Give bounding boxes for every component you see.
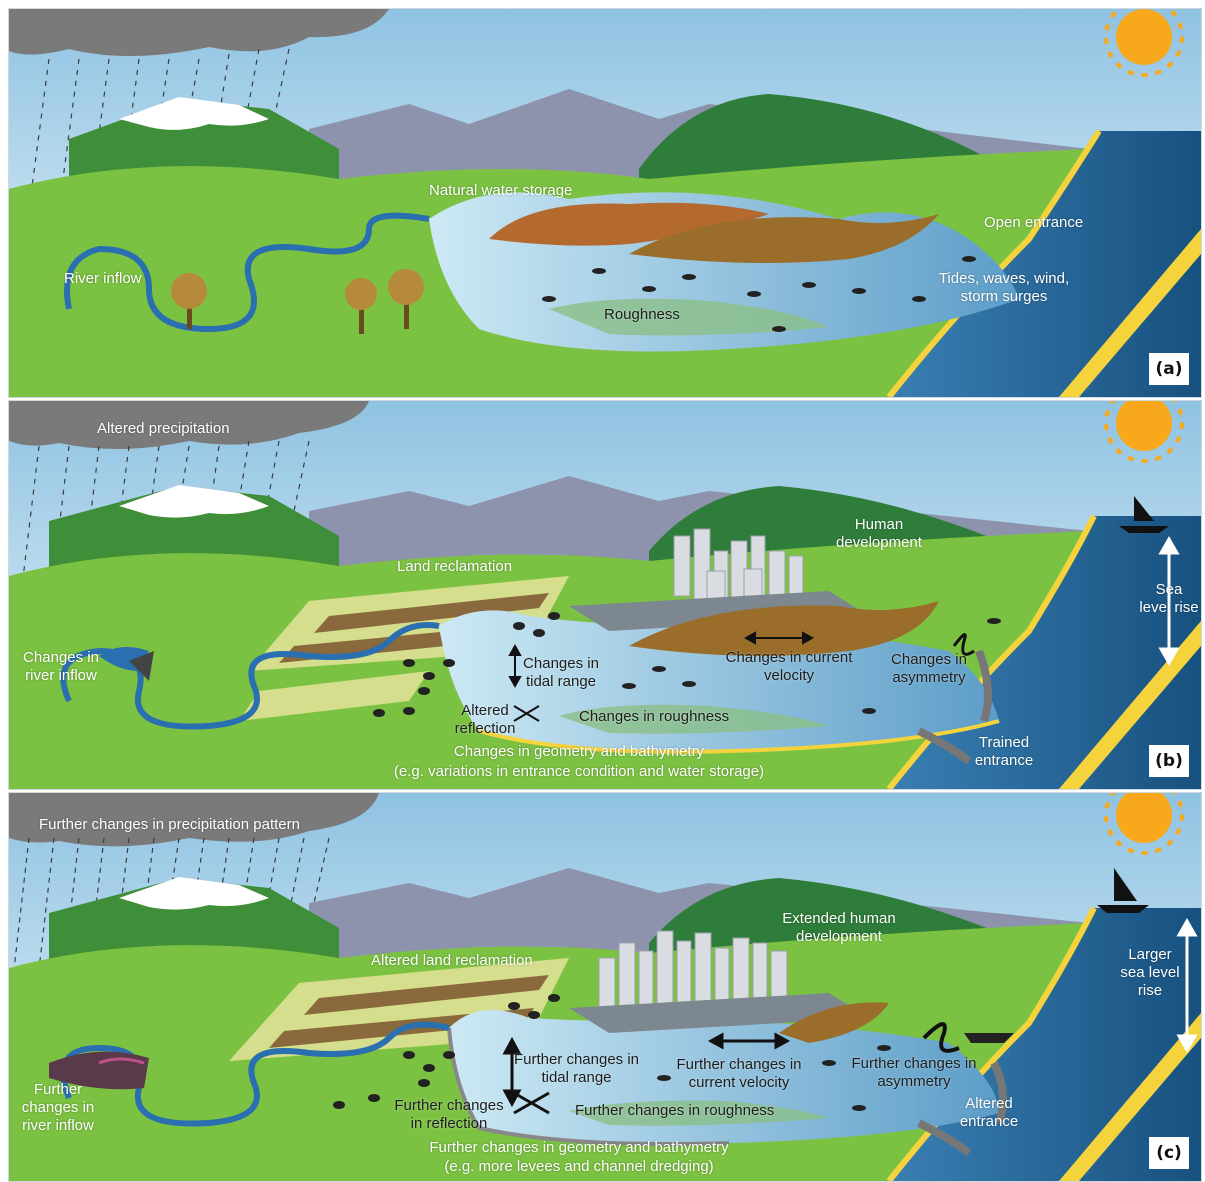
cloud-icon: [9, 793, 379, 847]
panel-a-scene: [9, 9, 1201, 397]
asymmetry-arrow-icon: [952, 633, 975, 656]
label-asymmetry: Changes in asymmetry: [891, 651, 967, 686]
label-sea-level-rise: Sea level rise: [1139, 581, 1199, 616]
sun-icon: [1104, 9, 1184, 77]
label-precipitation: Further changes in precipitation pattern: [39, 816, 300, 833]
sea-level-arrow-icon: [1158, 535, 1180, 667]
label-entrance: Trained entrance: [974, 734, 1034, 769]
sun-icon: [1104, 793, 1184, 855]
panel-a: Natural water storage River inflow Open …: [8, 8, 1202, 398]
sea-level-arrow-icon: [1176, 917, 1198, 1054]
sailboat-icon: [1119, 496, 1169, 533]
tree-icon: [171, 269, 424, 334]
label-land-reclamation: Altered land reclamation: [371, 952, 533, 969]
label-open-entrance: Open entrance: [984, 214, 1084, 231]
label-roughness: Changes in roughness: [579, 708, 730, 725]
label-entrance: Altered entrance: [959, 1095, 1019, 1130]
velocity-arrow-icon: [707, 1032, 791, 1050]
sailboat-icon: [1097, 868, 1149, 913]
label-roughness: Roughness: [604, 306, 680, 323]
city-buildings: [673, 528, 804, 604]
fish-icon: [657, 1045, 891, 1111]
label-river-inflow: Changes in river inflow: [23, 649, 99, 684]
label-tidal-range: Further changes in tidal range: [513, 1051, 640, 1086]
label-water-storage: Natural water storage: [429, 182, 573, 199]
label-reflection: Further changes in reflection: [394, 1097, 504, 1132]
label-human-development: Human development: [836, 516, 922, 551]
panel-c: Further changes in precipitation pattern…: [8, 792, 1202, 1182]
panel-tag: (c): [1149, 1137, 1189, 1169]
livestock-icon: [333, 994, 560, 1109]
fish-icon: [622, 618, 1001, 714]
panel-b: Altered precipitation Land reclamation H…: [8, 400, 1202, 790]
label-sea-level-rise: Larger sea level rise: [1120, 946, 1180, 999]
velocity-arrow-icon: [743, 631, 815, 645]
asymmetry-arrow-icon: [922, 1022, 960, 1053]
label-river-inflow: River inflow: [64, 270, 142, 287]
label-precipitation: Altered precipitation: [97, 420, 230, 437]
label-tidal-range: Changes in tidal range: [523, 655, 599, 690]
label-human-development: Extended human development: [782, 910, 896, 945]
label-tides: Tides, waves, wind, storm surges: [938, 270, 1070, 305]
cloud-icon: [9, 9, 389, 57]
cloud-icon: [9, 401, 369, 450]
label-current-velocity: Further changes in current velocity: [676, 1056, 802, 1091]
livestock-icon: [373, 612, 560, 717]
label-roughness: Further changes in roughness: [575, 1102, 775, 1119]
panel-tag: (a): [1149, 353, 1189, 385]
panel-b-scene: [9, 401, 1201, 789]
label-asymmetry: Further changes in asymmetry: [851, 1055, 977, 1090]
label-current-velocity: Changes in current velocity: [725, 649, 853, 684]
label-geometry-note: (e.g. more levees and channel dredging): [444, 1158, 714, 1175]
label-river-inflow: Further changes in river inflow: [21, 1081, 95, 1134]
reflection-arrow-icon: [513, 1091, 550, 1115]
label-geometry: Changes in geometry and bathymetry: [453, 743, 705, 760]
panel-tag: (b): [1149, 745, 1189, 777]
reflection-arrow-icon: [513, 705, 540, 722]
tidal-range-arrow-icon: [508, 643, 522, 689]
label-geometry-note: (e.g. variations in entrance condition a…: [393, 763, 765, 780]
label-geometry: Further changes in geometry and bathymet…: [429, 1139, 729, 1156]
label-reflection: Altered reflection: [454, 702, 516, 737]
label-land-reclamation: Land reclamation: [397, 558, 513, 575]
fish-icon: [542, 256, 976, 332]
sun-icon: [1104, 401, 1184, 463]
fishing-boat-icon: [964, 1033, 1014, 1043]
panel-c-scene: [9, 793, 1201, 1181]
